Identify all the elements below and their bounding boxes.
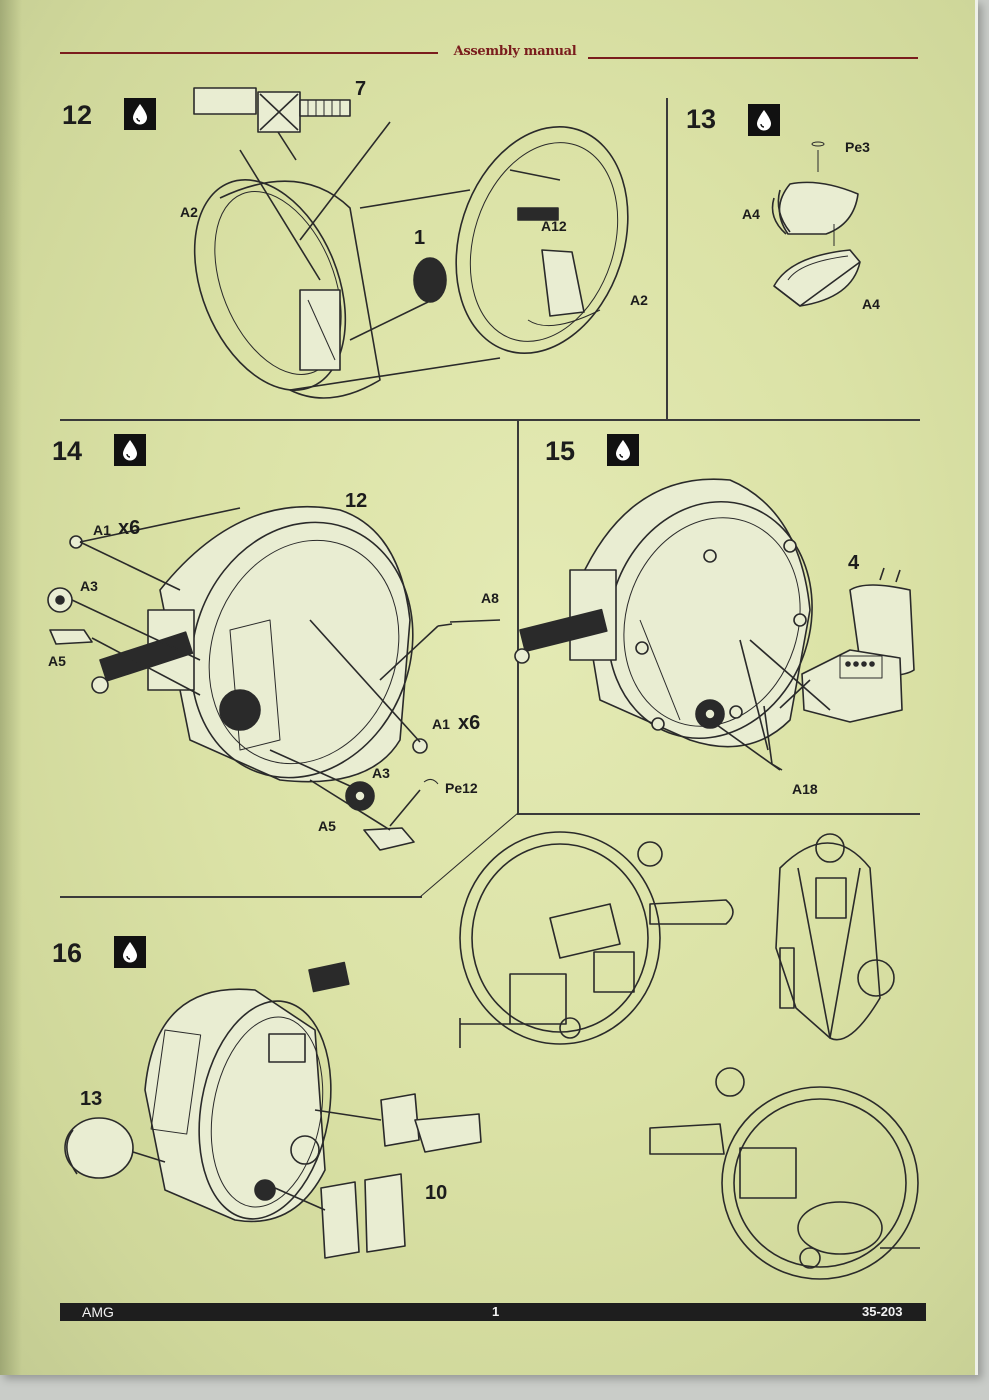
reference-view-side <box>459 831 734 1048</box>
reference-view-front <box>775 833 895 1041</box>
part-label: A8 <box>481 590 499 606</box>
header-rule-right <box>588 57 918 59</box>
step-12-drawing <box>193 87 629 399</box>
part-label: 7 <box>355 78 367 100</box>
part-label: A12 <box>541 218 567 234</box>
part-label: A4 <box>862 296 880 312</box>
shell-half-right <box>455 126 629 354</box>
gun-barrel-part <box>91 631 194 694</box>
assembly-arrows <box>132 1109 382 1211</box>
page-number: 1 <box>492 1304 500 1319</box>
quantity-label: x6 <box>118 517 141 539</box>
part-label: Pe12 <box>445 780 478 796</box>
divider-h-14 <box>60 896 422 898</box>
gun-barrel-part <box>514 608 608 664</box>
footer-bar <box>60 1303 926 1321</box>
final-assembly-views <box>459 831 920 1280</box>
product-code: 35-203 <box>862 1304 903 1319</box>
step-15-number: 15 <box>545 436 576 466</box>
glue-drop-icon <box>114 434 146 466</box>
part-label: A2 <box>180 204 198 220</box>
part-label: A18 <box>792 781 818 797</box>
part-label: 10 <box>425 1182 448 1204</box>
shell-half-left <box>193 179 381 399</box>
step-12-number: 12 <box>62 100 93 130</box>
divider-h-15 <box>517 813 920 815</box>
ammo-box-part <box>801 567 915 723</box>
part-label: 13 <box>80 1088 103 1110</box>
part-label: 12 <box>345 490 368 512</box>
spring-part <box>413 257 447 303</box>
footer-brand: AMG <box>82 1304 114 1320</box>
step-15-drawing <box>514 478 915 771</box>
part-label: A3 <box>80 578 98 594</box>
glue-drop-icon <box>748 104 780 136</box>
part-label: A5 <box>318 818 336 834</box>
bracket-part <box>49 629 93 645</box>
quantity-label: x6 <box>458 712 481 734</box>
clip-part <box>423 778 439 785</box>
lid-part <box>771 181 859 235</box>
page-curl-shadow <box>0 0 22 1375</box>
lid-part <box>64 1117 134 1179</box>
part-label: 1 <box>414 227 426 249</box>
step-14-drawing <box>47 506 501 851</box>
part-label: A2 <box>630 292 648 308</box>
wheel-assembly <box>569 478 813 748</box>
glue-drop-icon <box>124 98 156 130</box>
rod-part <box>437 619 501 627</box>
header-title: Assembly manual <box>453 44 577 59</box>
assembly-arrows <box>709 639 831 771</box>
divider-v-12-13 <box>666 98 668 420</box>
header-rule-left <box>60 52 438 54</box>
part-label: A3 <box>372 765 390 781</box>
divider-diagonal <box>419 812 519 898</box>
manual-page: Assembly manual 12 <box>0 0 978 1375</box>
step-13-number: 13 <box>686 104 717 134</box>
bolt-part <box>412 738 428 754</box>
machine-gun-part <box>193 87 351 161</box>
step-13-drawing <box>771 141 861 307</box>
part-label: 4 <box>848 552 860 574</box>
part-label: A5 <box>48 653 66 669</box>
part-label: A1 <box>432 716 450 732</box>
part-label: A4 <box>742 206 760 222</box>
step-14-number: 14 <box>52 436 83 466</box>
ammo-box-part <box>320 1093 482 1259</box>
part-label: A1 <box>93 522 111 538</box>
assembly-arrows <box>71 507 439 831</box>
wheel-assembly <box>147 506 414 783</box>
bracket-part <box>363 827 415 851</box>
step-16-drawing <box>64 961 482 1259</box>
divider-v-14-15 <box>517 420 519 813</box>
wheel-assembly <box>144 961 350 1223</box>
divider-h-row1 <box>60 419 920 421</box>
glue-drop-icon <box>114 936 146 968</box>
glue-drop-icon <box>607 434 639 466</box>
part-label: Pe3 <box>845 139 870 155</box>
lid-base-part <box>773 249 861 307</box>
step-16-number: 16 <box>52 938 83 968</box>
reference-view-rear <box>649 1067 920 1280</box>
assembly-arrows <box>239 121 561 391</box>
